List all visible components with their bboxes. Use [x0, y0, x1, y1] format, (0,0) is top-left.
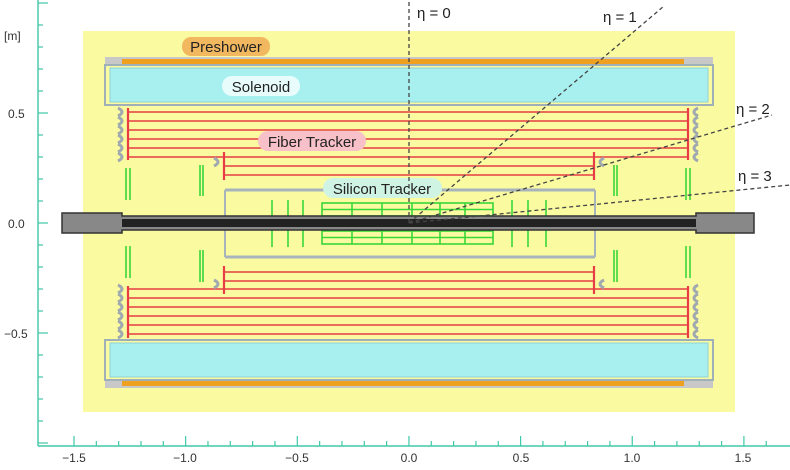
support-hook [692, 319, 699, 331]
fiber-tracker-supports [117, 106, 699, 340]
support-hook [213, 156, 220, 168]
support-hook [692, 283, 699, 295]
fiber-tracker-label: Fiber Tracker [258, 131, 366, 151]
y-tick-label: 0.5 [8, 107, 25, 121]
x-tick-label: 0.5 [513, 451, 530, 465]
support-hook [117, 301, 124, 313]
support-hook [692, 292, 699, 304]
support-hook [213, 278, 220, 290]
solenoid-bottom [104, 339, 714, 381]
solenoid-label: Solenoid [222, 76, 300, 96]
support-hook [692, 133, 699, 145]
support-hook [117, 319, 124, 331]
support-hook [117, 106, 124, 118]
support-hook [117, 151, 124, 163]
support-hook [692, 115, 699, 127]
support-hook [117, 283, 124, 295]
fiber-tracker-bottom-layers [126, 266, 690, 338]
eta-2-label: η = 2 [736, 101, 770, 118]
preshower-bottom [105, 379, 713, 388]
support-hook [692, 124, 699, 136]
solenoid-top [104, 64, 714, 106]
eta-2-line [408, 114, 773, 224]
support-hook [117, 292, 124, 304]
y-axis-ticks [38, 2, 48, 444]
eta-3-label: η = 3 [738, 168, 772, 185]
silicon-tracker-label: Silicon Tracker [323, 178, 442, 198]
x-tick-label: −1.5 [62, 451, 86, 465]
support-hook [598, 156, 605, 168]
x-tick-label: −0.5 [285, 451, 309, 465]
support-hook [692, 106, 699, 118]
x-tick-label: 0.0 [401, 451, 418, 465]
support-hook [117, 310, 124, 322]
silicon-tracker-modules [125, 165, 691, 282]
preshower-label: Preshower [182, 37, 270, 56]
support-hook [692, 301, 699, 313]
fiber-tracker-top-layers [126, 108, 690, 180]
support-hook [692, 310, 699, 322]
x-tick-label: −1.0 [173, 451, 197, 465]
x-tick-label: 1.5 [735, 451, 752, 465]
eta-1-label: η = 1 [603, 9, 637, 26]
x-axis-ticks [73, 436, 767, 446]
x-tick-label: 1.0 [624, 451, 641, 465]
eta-3-line [408, 184, 790, 224]
y-tick-label: 0.0 [8, 217, 25, 231]
support-hook [117, 133, 124, 145]
preshower-label-text: Preshower [190, 39, 262, 56]
solenoid-label-text: Solenoid [232, 79, 290, 96]
eta-lines [408, 0, 790, 224]
support-hook [117, 328, 124, 340]
support-hook [117, 124, 124, 136]
y-tick-label: −0.5 [4, 327, 28, 341]
support-hook [692, 328, 699, 340]
support-hook [598, 278, 605, 290]
support-hook [692, 142, 699, 154]
support-hook [692, 151, 699, 163]
support-hook [117, 142, 124, 154]
fiber-tracker-label-text: Fiber Tracker [268, 134, 356, 151]
support-hook [117, 115, 124, 127]
units-label: [m] [4, 29, 21, 43]
silicon-tracker-label-text: Silicon Tracker [333, 181, 431, 198]
beam-pipe [61, 212, 755, 234]
eta-0-label: η = 0 [417, 5, 451, 22]
